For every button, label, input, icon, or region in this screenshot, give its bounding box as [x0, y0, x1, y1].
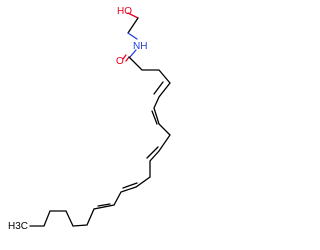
double-bond-14	[122, 182, 138, 189]
bond-c1-c2	[127, 17, 139, 34]
carbonyl-oxygen-label: O	[116, 56, 124, 67]
bond-c2-n	[127, 32, 138, 40]
bond-o-c1	[127, 12, 139, 19]
bond-carbonyl-double-b	[122, 54, 127, 60]
bond-carbonyl-double-a	[125, 56, 130, 62]
carbon-chain	[72, 56, 171, 227]
double-bond-17	[97, 203, 111, 207]
amide-nitrogen-label: NH	[133, 41, 147, 52]
structure-svg: HO NH O H3C	[8, 6, 171, 232]
double-bond-11	[146, 146, 159, 159]
hydroxyl-label: HO	[117, 6, 132, 17]
molecule-diagram: HO NH O H3C	[8, 6, 171, 232]
terminal-methyl-label: H3C	[8, 221, 28, 232]
double-bond-8	[151, 110, 158, 125]
double-bond-5	[153, 81, 164, 95]
alkyl-tail	[29, 210, 74, 227]
bond-n-c-carbonyl	[129, 49, 137, 58]
